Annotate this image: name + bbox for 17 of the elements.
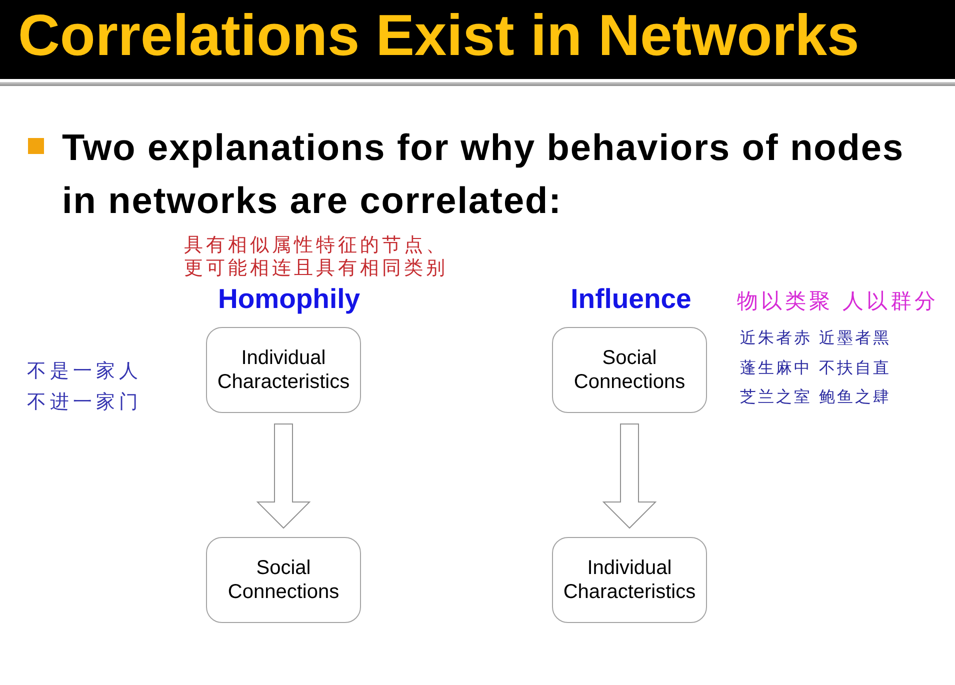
handwritten-note: 芝兰之室 鲍鱼之肆: [740, 386, 892, 408]
handwritten-note: 近朱者赤 近墨者黑: [740, 327, 892, 349]
handwritten-note: 具有相似属性特征的节点、更可能相连且具有相同类别: [184, 234, 449, 280]
block-arrow: [256, 424, 311, 529]
handwritten-note: 不是一家人: [27, 359, 142, 383]
handwritten-note: 不进一家门: [27, 390, 142, 414]
rounded-box: Individual Characteristics: [206, 327, 361, 413]
slide-title: Correlations Exist in Networks: [18, 2, 860, 70]
block-arrow: [602, 424, 657, 529]
column-heading: Influence: [570, 283, 692, 315]
rounded-box: Social Connections: [552, 327, 707, 413]
handwritten-note: 物以类聚 人以群分: [737, 288, 939, 314]
column-heading: Homophily: [216, 283, 362, 315]
rounded-box: Social Connections: [206, 537, 361, 623]
handwritten-note: 蓬生麻中 不扶自直: [740, 357, 892, 379]
rounded-box: Individual Characteristics: [552, 537, 707, 623]
bullet-text: Two explanations for why behaviors of nodes in networks are correlated:: [62, 126, 906, 223]
